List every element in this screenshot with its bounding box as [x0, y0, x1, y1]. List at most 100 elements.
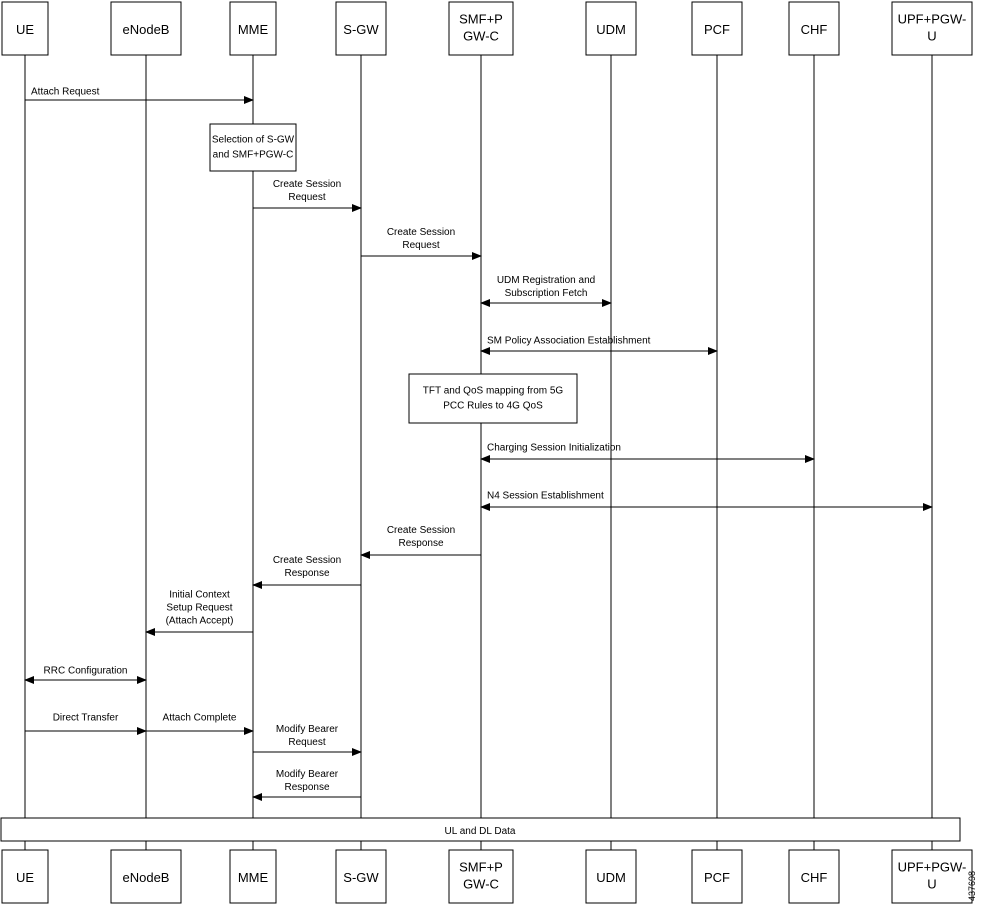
- note-1-box: [209, 123, 297, 172]
- participant-upf-bottom: UPF+PGW- U: [891, 849, 973, 904]
- participant-mme: MME: [229, 1, 277, 56]
- note-2-label-line-1: TFT and QoS mapping from 5G: [423, 386, 564, 397]
- participant-smf-bottom: SMF+PGW-C: [448, 849, 514, 904]
- note-1-label-line-2: and SMF+PGW-C: [213, 150, 294, 161]
- participant-udm-box: [585, 1, 637, 56]
- participant-enodeb-bottom: eNodeB: [110, 849, 182, 904]
- participant-chf-bottom: CHF: [788, 849, 840, 904]
- message-14-label-line-2: Request: [288, 737, 325, 748]
- data-bar: UL and DL Data: [0, 817, 961, 842]
- message-8-label-line-1: Create Session: [387, 525, 455, 536]
- message-13-label-line-1: Attach Complete: [163, 713, 237, 724]
- participant-smf-label-line-1: SMF+P: [459, 11, 503, 26]
- participant-udm-bottom-box: [585, 849, 637, 904]
- message-7-label-line-1: N4 Session Establishment: [487, 491, 604, 502]
- participant-mme-box: [229, 1, 277, 56]
- message-12: Direct Transfer: [25, 713, 147, 735]
- message-10-label-line-3: (Attach Accept): [166, 616, 234, 627]
- participant-pcf-box: [691, 1, 743, 56]
- participant-sgw-bottom-label-line-1: S-GW: [343, 870, 379, 885]
- message-7: N4 Session Establishment: [480, 491, 933, 511]
- participant-upf-bottom-label-line-1: UPF+PGW-: [898, 859, 967, 874]
- note-2-box: [408, 373, 578, 424]
- message-3-label-line-1: Create Session: [387, 227, 455, 238]
- participant-sgw-label-line-1: S-GW: [343, 22, 379, 37]
- participant-udm-bottom: UDM: [585, 849, 637, 904]
- participant-pcf-bottom-label-line-1: PCF: [704, 870, 730, 885]
- message-4-label-line-2: Subscription Fetch: [505, 288, 588, 299]
- participant-upf: UPF+PGW- U: [891, 1, 973, 56]
- participant-upf-box: [891, 1, 973, 56]
- participant-footer-row: UE eNodeB MME S-GW SMF+PGW-C UDM PCF CHF UPF+PGW…: [1, 849, 973, 904]
- message-9-label-line-1: Create Session: [273, 555, 341, 566]
- participant-mme-bottom-box: [229, 849, 277, 904]
- participant-ue: UE: [1, 1, 49, 56]
- participant-sgw: S-GW: [335, 1, 387, 56]
- figure-code: 437698: [967, 871, 977, 901]
- message-11-label-line-1: RRC Configuration: [44, 666, 128, 677]
- message-11: RRC Configuration: [24, 666, 147, 684]
- participant-ue-box: [1, 1, 49, 56]
- message-10-label-line-2: Setup Request: [166, 603, 232, 614]
- participant-enodeb-box: [110, 1, 182, 56]
- participant-pcf-label-line-1: PCF: [704, 22, 730, 37]
- note-1-label-line-1: Selection of S-GW: [212, 135, 295, 146]
- data-bar-label: UL and DL Data: [445, 826, 516, 837]
- participant-smf-label-line-2: GW-C: [463, 28, 499, 43]
- message-14-label-line-1: Modify Bearer: [276, 724, 339, 735]
- note-2: TFT and QoS mapping from 5G PCC Rules to …: [408, 373, 578, 424]
- message-5: SM Policy Association Establishment: [480, 336, 718, 355]
- message-5-label-line-1: SM Policy Association Establishment: [487, 336, 651, 347]
- participant-mme-bottom-label-line-1: MME: [238, 870, 269, 885]
- participant-chf-bottom-label-line-1: CHF: [801, 870, 828, 885]
- message-2-label-line-1: Create Session: [273, 179, 341, 190]
- message-15-label-line-2: Response: [284, 782, 329, 793]
- participant-udm: UDM: [585, 1, 637, 56]
- participant-enodeb-bottom-label-line-1: eNodeB: [123, 870, 170, 885]
- participant-upf-bottom-label-line-2: U: [927, 876, 936, 891]
- participant-sgw-box: [335, 1, 387, 56]
- message-4-label-line-1: UDM Registration and: [497, 275, 595, 286]
- participant-ue-bottom-label-line-1: UE: [16, 870, 34, 885]
- message-10-label-line-1: Initial Context: [169, 590, 230, 601]
- participant-udm-label-line-1: UDM: [596, 22, 626, 37]
- note-1: Selection of S-GW and SMF+PGW-C: [209, 123, 297, 172]
- participant-chf-box: [788, 1, 840, 56]
- participant-pcf-bottom: PCF: [691, 849, 743, 904]
- participant-ue-label-line-1: UE: [16, 22, 34, 37]
- participant-upf-bottom-box: [891, 849, 973, 904]
- message-12-label-line-1: Direct Transfer: [53, 713, 119, 724]
- participant-udm-bottom-label-line-1: UDM: [596, 870, 626, 885]
- message-9-label-line-2: Response: [284, 568, 329, 579]
- participant-ue-bottom: UE: [1, 849, 49, 904]
- participant-chf-label-line-1: CHF: [801, 22, 828, 37]
- participant-enodeb-bottom-box: [110, 849, 182, 904]
- participant-smf: SMF+P GW-C: [448, 1, 514, 56]
- participant-smf-bottom-label-line-1: SMF+P: [459, 859, 503, 874]
- participant-upf-label-line-2: U: [927, 28, 936, 43]
- participant-mme-bottom: MME: [229, 849, 277, 904]
- message-3-label-line-2: Request: [402, 240, 439, 251]
- message-8-label-line-2: Response: [398, 538, 443, 549]
- participant-mme-label-line-1: MME: [238, 22, 269, 37]
- participant-upf-label-line-1: UPF+PGW-: [898, 11, 967, 26]
- note-2-label-line-2: PCC Rules to 4G QoS: [443, 401, 543, 412]
- message-2-label-line-2: Request: [288, 192, 325, 203]
- participant-ue-bottom-box: [1, 849, 49, 904]
- data-bar-box: [0, 817, 961, 842]
- lifelines: [24, 55, 933, 850]
- participant-chf: CHF: [788, 1, 840, 56]
- message-13: Attach Complete: [146, 713, 254, 735]
- participant-sgw-bottom-box: [335, 849, 387, 904]
